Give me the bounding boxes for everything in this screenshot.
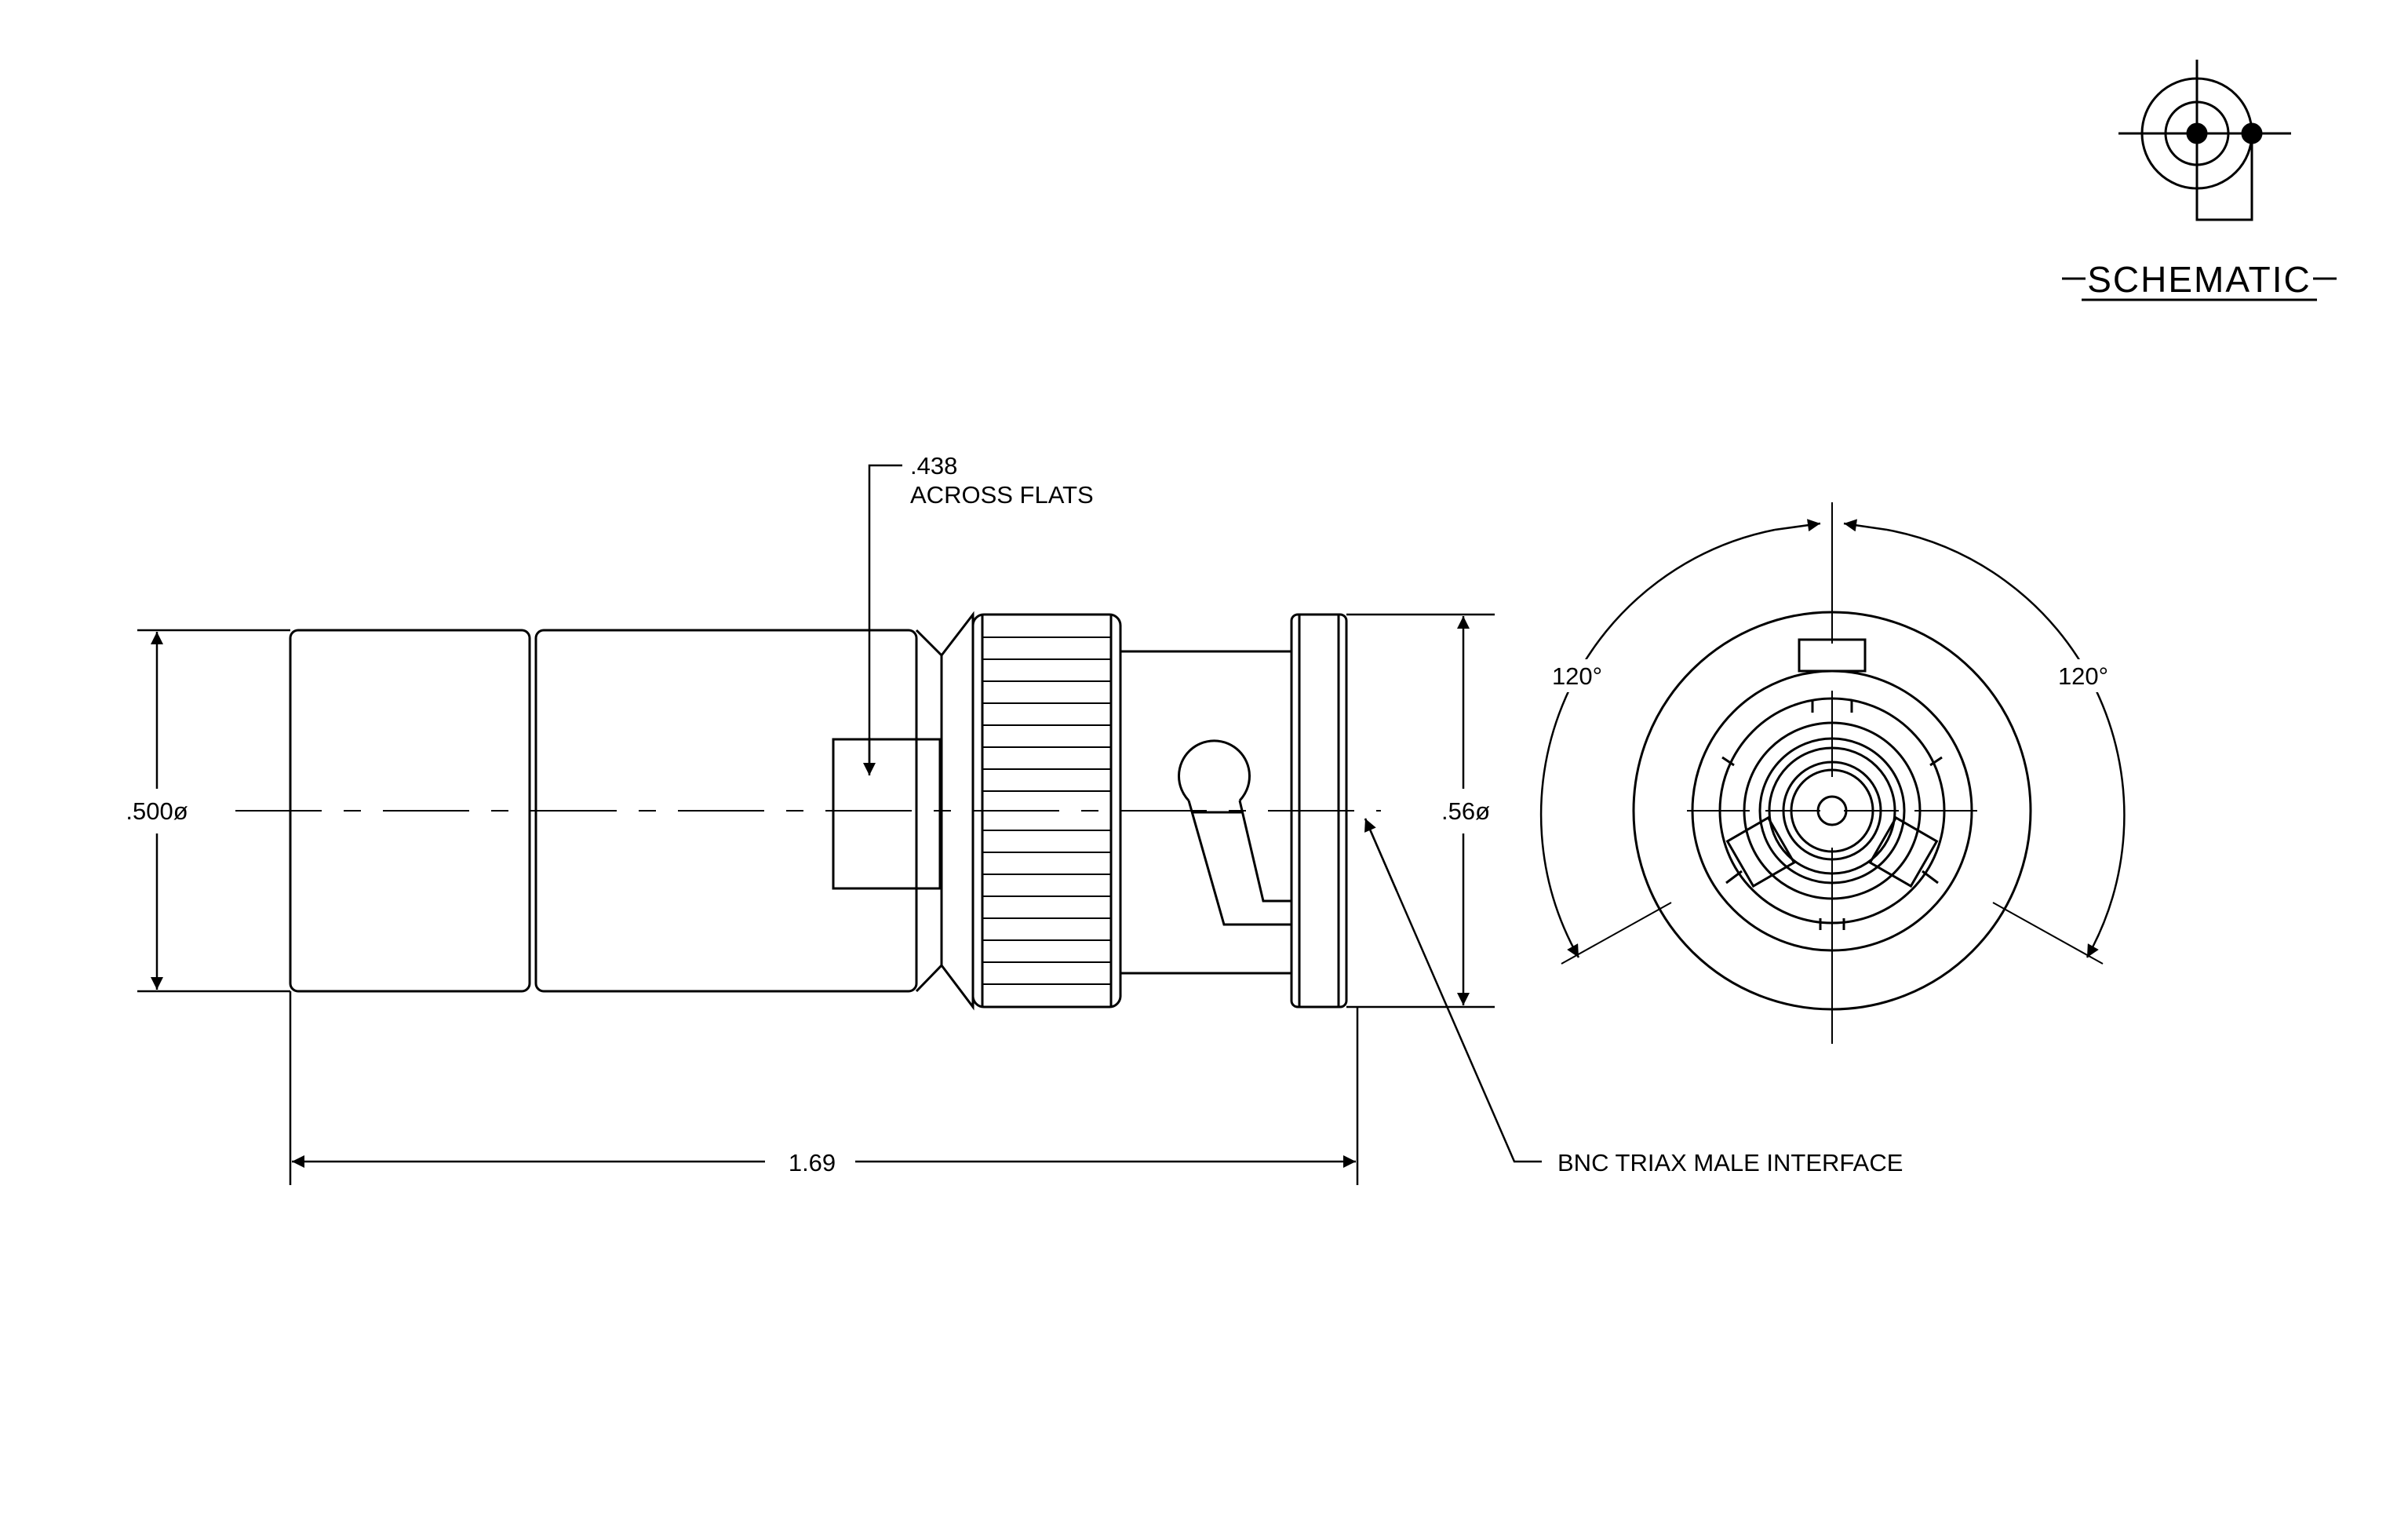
- across-flats-leader: [863, 464, 902, 775]
- across-flats-value: .438: [910, 452, 957, 480]
- angle-left-label: 120°: [1552, 662, 1602, 690]
- dim-500-diameter: [137, 629, 290, 993]
- dim-56-diameter: [1346, 613, 1495, 1009]
- dim-length-label: 1.69: [789, 1149, 836, 1176]
- interface-label: BNC TRIAX MALE INTERFACE: [1557, 1149, 1903, 1176]
- centerlines-front: [1561, 502, 2104, 1044]
- dim-500-label: .500ø: [126, 797, 188, 825]
- angle-right-label: 120°: [2058, 662, 2108, 690]
- across-flats-text: ACROSS FLATS: [910, 481, 1094, 509]
- schematic-title: SCHEMATIC: [2087, 259, 2311, 300]
- dim-length: [289, 991, 1359, 1185]
- knurl-lines: [982, 636, 1111, 985]
- schematic-symbol: [2118, 60, 2291, 221]
- dim-56-label: .56ø: [1441, 797, 1490, 825]
- interface-leader: [1364, 818, 1542, 1163]
- schematic-label: SCHEMATIC: [2062, 259, 2337, 301]
